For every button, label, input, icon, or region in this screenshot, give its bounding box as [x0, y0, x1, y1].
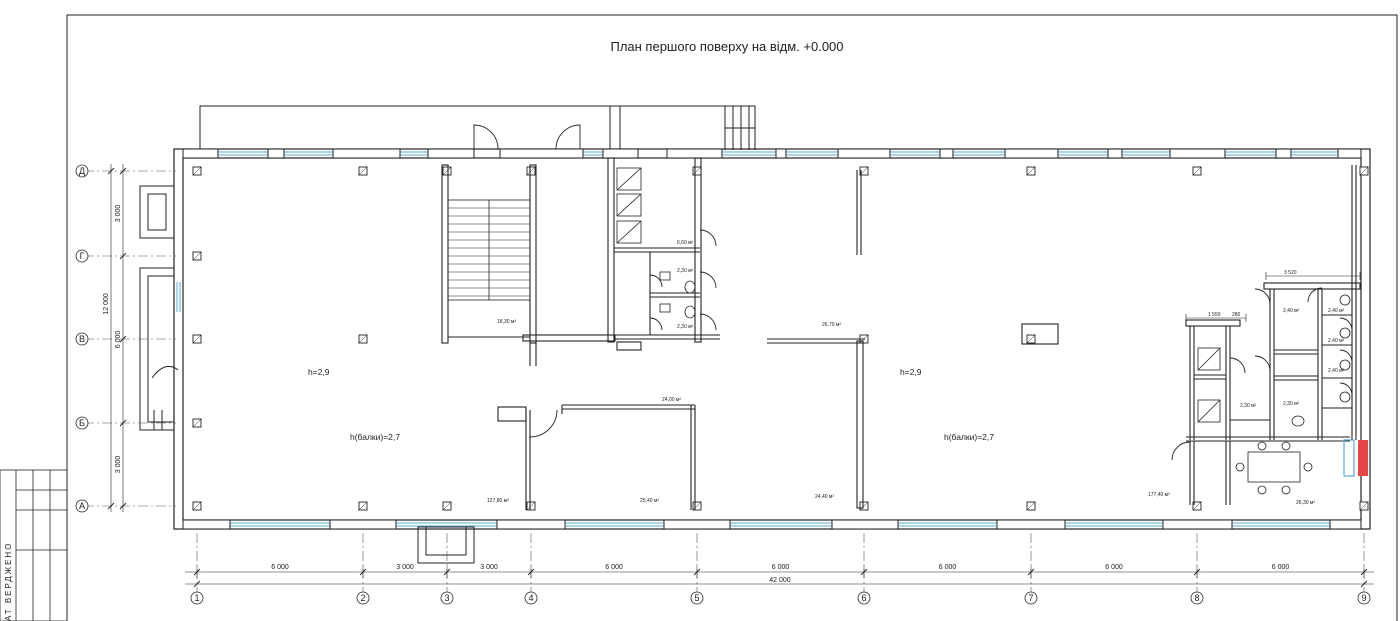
room-labels: h=2,9 h(балки)=2,7 h=2,9 h(балки)=2,7 18… — [308, 240, 1345, 506]
area-wc8: 2,30 м² — [1240, 403, 1257, 409]
height-label-right: h=2,9 — [900, 367, 922, 377]
area-wc1: 6,60 м² — [677, 240, 694, 246]
stamp-block: АТ ВЕРДЖЕНО — [0, 469, 68, 621]
left-dim-3: 3 000 — [115, 456, 122, 474]
left-annex — [139, 185, 179, 431]
axis-label-9: 9 — [1361, 593, 1366, 603]
area-room-b: 24,40 м² — [815, 494, 834, 500]
meeting-table — [1235, 441, 1313, 495]
structural-columns — [182, 148, 1369, 530]
axis-label-В: В — [79, 334, 85, 344]
axis-label-8: 8 — [1194, 593, 1199, 603]
axis-bubble-4 — [524, 591, 538, 605]
area-hall-right: 177,40 м² — [1148, 492, 1170, 498]
left-dimension-chain: 3 000 6 000 3 000 12 000 — [103, 164, 127, 512]
axis-bubble-6 — [857, 591, 871, 605]
axis-label-4: 4 — [528, 593, 533, 603]
window-glazing — [176, 151, 1338, 527]
axis-label-Б: Б — [79, 418, 85, 428]
axis-bubble-В — [75, 332, 89, 346]
axis-bubble-А — [75, 499, 89, 513]
door-swings — [473, 124, 1353, 461]
top-annex — [199, 105, 756, 150]
area-room-a: 25,40 м² — [640, 498, 659, 504]
left-dim-2: 6 000 — [115, 331, 122, 349]
interior-partitions — [441, 157, 1361, 510]
area-corridor: 26,70 м² — [822, 322, 841, 328]
axis-label-7: 7 — [1028, 593, 1033, 603]
staircase — [447, 199, 531, 301]
axis-bubble-Б — [75, 416, 89, 430]
axis-label-1: 1 — [194, 593, 199, 603]
axis-label-3: 3 — [444, 593, 449, 603]
stamp-label: АТ ВЕРДЖЕНО — [4, 542, 13, 621]
area-wc9: 2,30 м² — [1283, 401, 1300, 407]
axis-label-5: 5 — [694, 593, 699, 603]
area-stair: 18,30 м² — [497, 319, 516, 325]
beam-height-label-left: h(балки)=2,7 — [350, 432, 400, 442]
area-wc5: 2,40 м² — [1328, 308, 1345, 314]
axis-label-6: 6 — [861, 593, 866, 603]
axis-bubble-9 — [1357, 591, 1371, 605]
glazed-panel — [1343, 439, 1355, 477]
bottom-dim-3: 3 000 — [480, 564, 498, 571]
axis-bubble-1 — [190, 591, 204, 605]
area-wc3: 2,30 м² — [677, 324, 694, 330]
axis-grid: 1 2 3 4 5 6 7 8 9 Д Г В Б А — [75, 164, 1371, 605]
axis-label-Г: Г — [80, 251, 85, 261]
bottom-total-dim: 42 000 — [769, 577, 791, 584]
left-total-dim: 12 000 — [103, 293, 110, 315]
area-wc2: 2,30 м² — [677, 268, 694, 274]
area-wc6: 2,40 м² — [1328, 338, 1345, 344]
bottom-dimension-chain: 6 000 3 000 3 000 6 000 6 000 6 000 6 000 6 000… — [185, 564, 1374, 588]
sanitary-fixtures — [616, 167, 1351, 427]
dim-right-2: 1 550 — [1208, 312, 1221, 318]
dim-right-3: 280 — [1232, 312, 1241, 318]
area-mid: 24,00 м² — [662, 397, 681, 403]
axis-bubble-Г — [75, 249, 89, 263]
bottom-dim-2: 3 000 — [396, 564, 414, 571]
axis-label-А: А — [79, 501, 85, 511]
fire-cabinet — [1358, 440, 1368, 476]
area-hall-left: 127,80 м² — [487, 498, 509, 504]
axis-bubble-3 — [440, 591, 454, 605]
axis-bubble-7 — [1024, 591, 1038, 605]
axis-bubble-8 — [1190, 591, 1204, 605]
bottom-dim-6: 6 000 — [939, 564, 957, 571]
axis-label-2: 2 — [360, 593, 365, 603]
axis-bubble-Д — [75, 164, 89, 178]
sheet-frame — [66, 14, 1398, 621]
axis-label-Д: Д — [79, 166, 85, 176]
bottom-dim-1: 6 000 — [271, 564, 289, 571]
bottom-dim-5: 6 000 — [772, 564, 790, 571]
dim-right-1: 3 520 — [1284, 270, 1297, 276]
area-meeting: 26,30 м² — [1296, 500, 1315, 506]
axis-bubble-5 — [690, 591, 704, 605]
axis-bubble-2 — [356, 591, 370, 605]
plan-title: План першого поверху на відм. +0.000 — [610, 39, 843, 54]
bottom-dim-7: 6 000 — [1105, 564, 1123, 571]
area-wc4: 2,40 м² — [1283, 308, 1300, 314]
bottom-dim-8: 6 000 — [1272, 564, 1290, 571]
height-label-left: h=2,9 — [308, 367, 330, 377]
right-dim-lines — [1185, 272, 1361, 322]
area-wc7: 2,40 м² — [1328, 368, 1345, 374]
beam-height-label-right: h(балки)=2,7 — [944, 432, 994, 442]
left-dim-1: 3 000 — [115, 205, 122, 223]
bottom-porch — [417, 526, 475, 564]
bottom-dim-4: 6 000 — [605, 564, 623, 571]
